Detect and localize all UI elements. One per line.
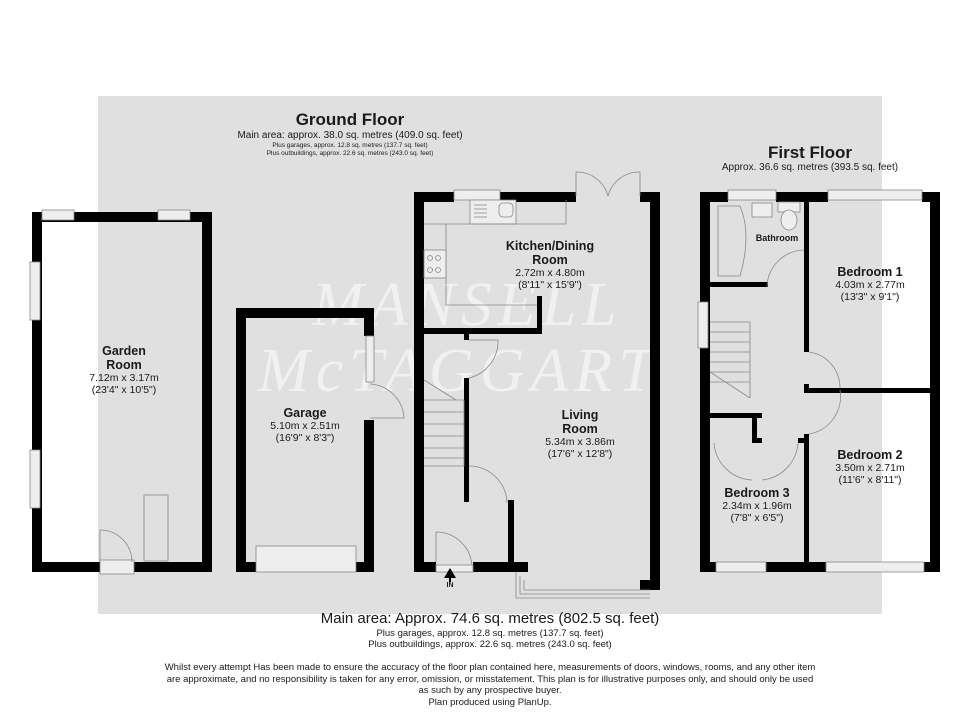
ground-floor-main-area: Main area: approx. 38.0 sq. metres (409.… (237, 130, 463, 141)
room-name: Kitchen/Dining (505, 239, 595, 253)
room-dim-imperial: (23'4" x 10'5") (91, 384, 157, 396)
room-dim-imperial: (16'9" x 8'3") (275, 432, 335, 444)
room-label-garden-room: Garden Room 7.12m x 3.17m (23'4" x 10'5"… (72, 344, 176, 396)
room-name: Garage (283, 406, 327, 420)
room-dim-imperial: (13'3" x 9'1") (840, 291, 900, 303)
total-main-area: Main area: Approx. 74.6 sq. metres (802.… (320, 610, 660, 627)
disclaimer-line: Plan produced using PlanUp. (428, 696, 552, 708)
room-dim-metric: 4.03m x 2.77m (835, 279, 905, 291)
disclaimer: Whilst every attempt Has been made to en… (100, 662, 880, 708)
room-dim-imperial: (8'11" x 15'9") (518, 279, 582, 291)
total-garages: Plus garages, approx. 12.8 sq. metres (1… (376, 628, 604, 639)
disclaimer-line: are approximate, and no responsibility i… (166, 673, 814, 685)
first-floor-fixtures (697, 189, 925, 573)
garage-fixtures (255, 335, 405, 573)
room-label-living-room: Living Room 5.34m x 3.86m (17'6" x 12'8"… (520, 408, 640, 460)
room-label-garage: Garage 5.10m x 2.51m (16'9" x 8'3") (250, 406, 360, 444)
room-label-bathroom: Bathroom (755, 233, 799, 243)
ground-floor-garages: Plus garages, approx. 12.8 sq. metres (1… (272, 142, 428, 149)
disclaimer-line: as such by any prospective buyer. (418, 685, 562, 696)
kitchen-fixtures (423, 171, 641, 306)
room-name: Room (106, 358, 142, 372)
watermark-line2: McTAGGART (258, 337, 659, 405)
room-name: Bedroom 1 (837, 265, 903, 279)
garage-walls (236, 308, 374, 572)
room-name: Living (561, 408, 599, 422)
first-floor-title: First Floor (767, 143, 853, 162)
room-label-kitchen-dining: Kitchen/Dining Room 2.72m x 4.80m (8'11"… (470, 239, 630, 291)
room-dim-metric: 2.34m x 1.96m (722, 500, 792, 512)
first-floor-area: Approx. 36.6 sq. metres (393.5 sq. feet) (721, 162, 899, 173)
room-dim-imperial: (7'8" x 6'5") (730, 512, 784, 524)
room-dim-metric: 5.10m x 2.51m (270, 420, 340, 432)
room-dim-metric: 5.34m x 3.86m (545, 436, 615, 448)
room-label-bedroom-3: Bedroom 3 2.34m x 1.96m (7'8" x 6'5") (712, 486, 802, 524)
garden-room-windows (29, 209, 191, 509)
room-name: Bedroom 3 (724, 486, 790, 500)
living-fixtures (423, 339, 650, 599)
room-name: Room (532, 253, 568, 267)
garden-room-door-icon (99, 494, 169, 575)
entrance-arrow-icon (444, 568, 456, 582)
room-label-bedroom-2: Bedroom 2 3.50m x 2.71m (11'6" x 8'11") (820, 448, 920, 486)
room-name: Bedroom 2 (837, 448, 903, 462)
room-label-bedroom-1: Bedroom 1 4.03m x 2.77m (13'3" x 9'1") (820, 265, 920, 303)
room-dim-metric: 7.12m x 3.17m (89, 372, 159, 384)
room-dim-metric: 2.72m x 4.80m (515, 267, 585, 279)
first-floor-walls (700, 192, 940, 572)
room-dim-metric: 3.50m x 2.71m (835, 462, 905, 474)
room-name: Room (562, 422, 598, 436)
disclaimer-line: Whilst every attempt Has been made to en… (164, 662, 816, 673)
room-name: Garden (102, 344, 146, 358)
room-dim-imperial: (11'6" x 8'11") (838, 474, 902, 486)
house-ground-walls (414, 192, 660, 590)
entrance-label: IN (446, 582, 454, 589)
garden-room-walls (32, 212, 212, 572)
room-dim-imperial: (17'6" x 12'8") (547, 448, 613, 460)
plan-background (98, 96, 882, 614)
ground-floor-title: Ground Floor (295, 110, 405, 129)
total-outbuildings: Plus outbuildings, approx. 22.6 sq. metr… (368, 639, 612, 650)
ground-floor-outbuildings: Plus outbuildings, approx. 22.6 sq. metr… (266, 149, 434, 157)
